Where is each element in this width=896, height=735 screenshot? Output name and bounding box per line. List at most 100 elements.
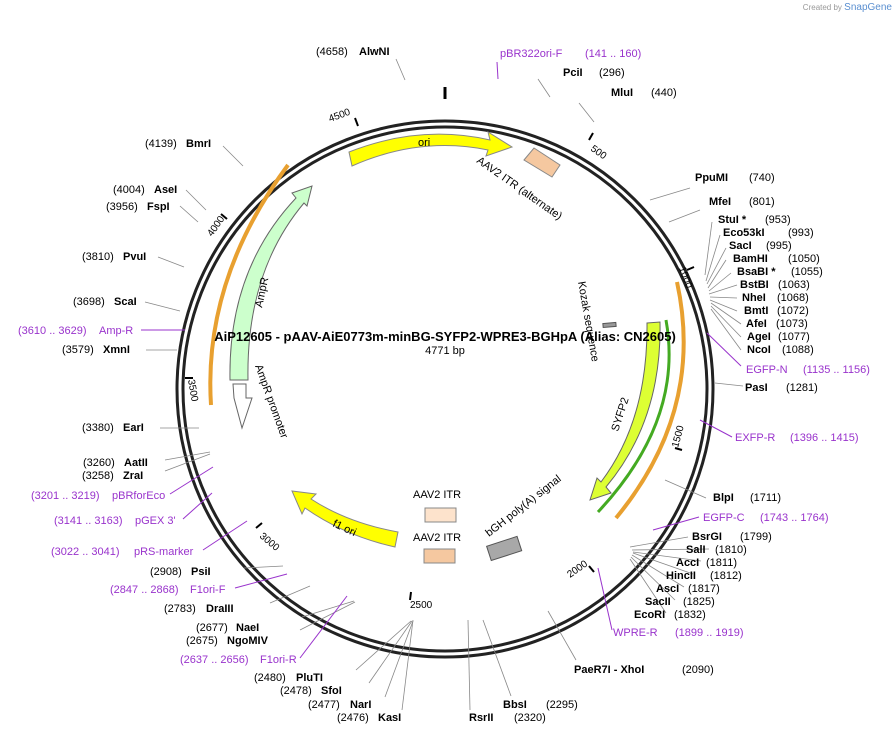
site-pos: (2908)	[150, 566, 182, 578]
site-pos: (995)	[766, 240, 792, 252]
site-pos: (3810)	[82, 251, 114, 263]
feature-label: AAV2 ITR	[413, 489, 461, 501]
site-pos: (1050)	[788, 253, 820, 265]
site-pos: (1810)	[715, 544, 747, 556]
site-name: MfeI	[709, 196, 731, 208]
site-name: BsaBI *	[737, 266, 776, 278]
tick-label: 500	[588, 143, 608, 162]
site-name: BamHI	[733, 253, 768, 265]
site-pos: (1063)	[778, 279, 810, 291]
site-pos: (2675)	[186, 635, 218, 647]
site-pos: (4658)	[316, 46, 348, 58]
primer-range: (3610 .. 3629)	[18, 325, 87, 337]
site-name: SacII	[645, 596, 671, 608]
site-name: HincII	[666, 570, 696, 582]
site-pos: (1799)	[740, 531, 772, 543]
backbone-outer	[175, 119, 715, 659]
feature-label: AmpR promoter	[252, 363, 290, 440]
site-pos: (953)	[765, 214, 791, 226]
primer-name: F1ori-R	[260, 654, 297, 666]
site-name: NcoI	[747, 344, 771, 356]
site-name: AlwNI	[359, 46, 390, 58]
feature-kozak[interactable]: Kozak sequence	[575, 280, 617, 363]
site-pos: (1072)	[777, 305, 809, 317]
site-pos: (740)	[749, 172, 775, 184]
site-name: AscI	[656, 583, 679, 595]
site-name: StuI *	[718, 214, 747, 226]
site-pos: (2477)	[308, 699, 340, 711]
plasmid-size: 4771 bp	[425, 345, 465, 357]
feature-ampr[interactable]: AmpR	[229, 185, 313, 381]
site-name: NarI	[350, 699, 371, 711]
site-pos: (1825)	[683, 596, 715, 608]
site-pos: (1812)	[710, 570, 742, 582]
orf-arc-left	[208, 163, 290, 406]
primer-range: (3022 .. 3041)	[51, 546, 120, 558]
site-leaders	[144, 58, 744, 711]
feature-label: SYFP2	[609, 396, 631, 433]
site-pos: (1077)	[778, 331, 810, 343]
site-name: NaeI	[236, 622, 259, 634]
tick-label: 3500	[185, 379, 200, 403]
primer-range: (2637 .. 2656)	[180, 654, 249, 666]
primer-name: EXFP-R	[735, 432, 775, 444]
site-name: NheI	[742, 292, 766, 304]
feature-aav2-itr-1[interactable]: AAV2 ITR	[413, 489, 461, 523]
site-name: KasI	[378, 712, 401, 724]
site-name: BbsI	[503, 699, 527, 711]
tick-marks	[185, 117, 695, 601]
site-pos: (3258)	[82, 470, 114, 482]
tick-label: 2500	[410, 600, 433, 611]
site-pos: (2783)	[164, 603, 196, 615]
primer-name: EGFP-C	[703, 512, 745, 524]
primer-range: (141 .. 160)	[585, 48, 641, 60]
primer-name: pGEX 3'	[135, 515, 176, 527]
primer-labels: pBR322ori-F (141 .. 160) EGFP-N (1135 ..…	[18, 48, 870, 666]
site-pos: (3956)	[106, 201, 138, 213]
feature-label: AAV2 ITR	[413, 532, 461, 544]
site-pos: (1055)	[791, 266, 823, 278]
site-name: PaeR7I - XhoI	[574, 664, 644, 676]
site-pos: (1068)	[777, 292, 809, 304]
primer-name: pRS-marker	[134, 546, 194, 558]
site-pos: (2478)	[280, 685, 312, 697]
site-pos: (2320)	[514, 712, 546, 724]
site-pos: (2476)	[337, 712, 369, 724]
feature-f1-ori[interactable]: f1 ori	[291, 490, 399, 548]
site-name: SfoI	[321, 685, 342, 697]
site-pos: (1817)	[688, 583, 720, 595]
credit-text: Created by	[802, 3, 842, 12]
feature-ori[interactable]: ori	[348, 130, 514, 167]
tick-label: 4500	[327, 107, 352, 125]
site-name: AccI	[676, 557, 699, 569]
site-name: BmrI	[186, 138, 211, 150]
primer-range: (1396 .. 1415)	[790, 432, 859, 444]
feature-aav2-itr-alt[interactable]: AAV2 ITR (alternate)	[474, 147, 564, 223]
site-name: Eco53kI	[723, 227, 765, 239]
feature-aav2-itr-2[interactable]: AAV2 ITR	[413, 532, 461, 564]
site-name: PvuI	[123, 251, 146, 263]
primer-range: (3141 .. 3163)	[54, 515, 123, 527]
site-name: XmnI	[103, 344, 130, 356]
site-name: EcoRI	[634, 609, 665, 621]
site-name: NgoMIV	[227, 635, 269, 647]
site-name: FspI	[147, 201, 170, 213]
site-name: MluI	[611, 87, 633, 99]
tick-label: 1500	[670, 424, 686, 449]
site-name: BlpI	[713, 492, 734, 504]
primer-name: WPRE-R	[613, 627, 658, 639]
site-name: AgeI	[747, 331, 771, 343]
snapgene-credit: Created by SnapGene	[803, 2, 892, 13]
site-pos: (2480)	[254, 672, 286, 684]
site-pos: (2090)	[682, 664, 714, 676]
site-name: BmtI	[744, 305, 768, 317]
primer-name: pBRforEco	[112, 490, 165, 502]
feature-bgh-polya[interactable]: bGH poly(A) signal	[483, 473, 564, 562]
site-name: BsrGI	[692, 531, 722, 543]
site-name: AatII	[124, 457, 148, 469]
site-name: BstBI	[740, 279, 769, 291]
feature-label: Kozak sequence	[575, 280, 601, 362]
primer-leaders	[141, 61, 742, 659]
site-name: PasI	[745, 382, 768, 394]
site-name: PsiI	[191, 566, 211, 578]
